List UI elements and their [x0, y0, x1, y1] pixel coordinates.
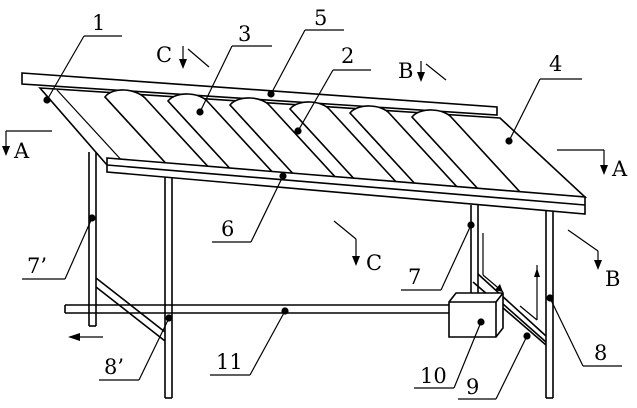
section-c-mid: C	[334, 221, 382, 275]
section-b-right-label: B	[605, 267, 620, 291]
callout-8: 8	[546, 294, 622, 366]
label-4: 4	[549, 52, 562, 76]
label-2: 2	[341, 44, 354, 68]
section-c-top-label: C	[156, 43, 172, 67]
label-7-prime: 7’	[27, 254, 47, 278]
label-6: 6	[221, 217, 234, 241]
callout-8-prime: 8’	[99, 314, 173, 380]
leg-8-prime	[165, 172, 172, 398]
outflow-arrow	[68, 333, 103, 341]
leg-7-prime	[89, 152, 96, 326]
label-3: 3	[238, 22, 251, 46]
section-c-mid-label: C	[366, 251, 382, 275]
left-diagonal-brace	[96, 278, 165, 341]
callout-9: 9	[458, 332, 531, 399]
section-b-right: B	[568, 230, 620, 291]
callout-4: 4	[505, 52, 582, 145]
label-8: 8	[594, 341, 607, 365]
section-a-left: A	[2, 131, 52, 163]
section-b-top-label: B	[398, 59, 413, 83]
callout-11: 11	[210, 307, 289, 375]
section-b-top: B	[398, 59, 446, 83]
section-c-top: C	[156, 43, 209, 69]
collector-roof	[22, 73, 585, 214]
section-a-right: A	[557, 150, 628, 181]
label-8-prime: 8’	[104, 355, 124, 379]
label-10: 10	[420, 364, 447, 388]
box-10	[449, 293, 503, 337]
label-5: 5	[314, 6, 327, 30]
label-11: 11	[216, 350, 243, 374]
callout-5: 5	[267, 6, 344, 98]
callout-7: 7	[401, 221, 475, 290]
label-7: 7	[408, 265, 421, 289]
section-a-right-label: A	[611, 157, 628, 181]
label-1: 1	[92, 11, 105, 35]
label-9: 9	[466, 375, 479, 399]
section-a-left-label: A	[13, 139, 30, 163]
callout-7-prime: 7’	[22, 214, 96, 279]
